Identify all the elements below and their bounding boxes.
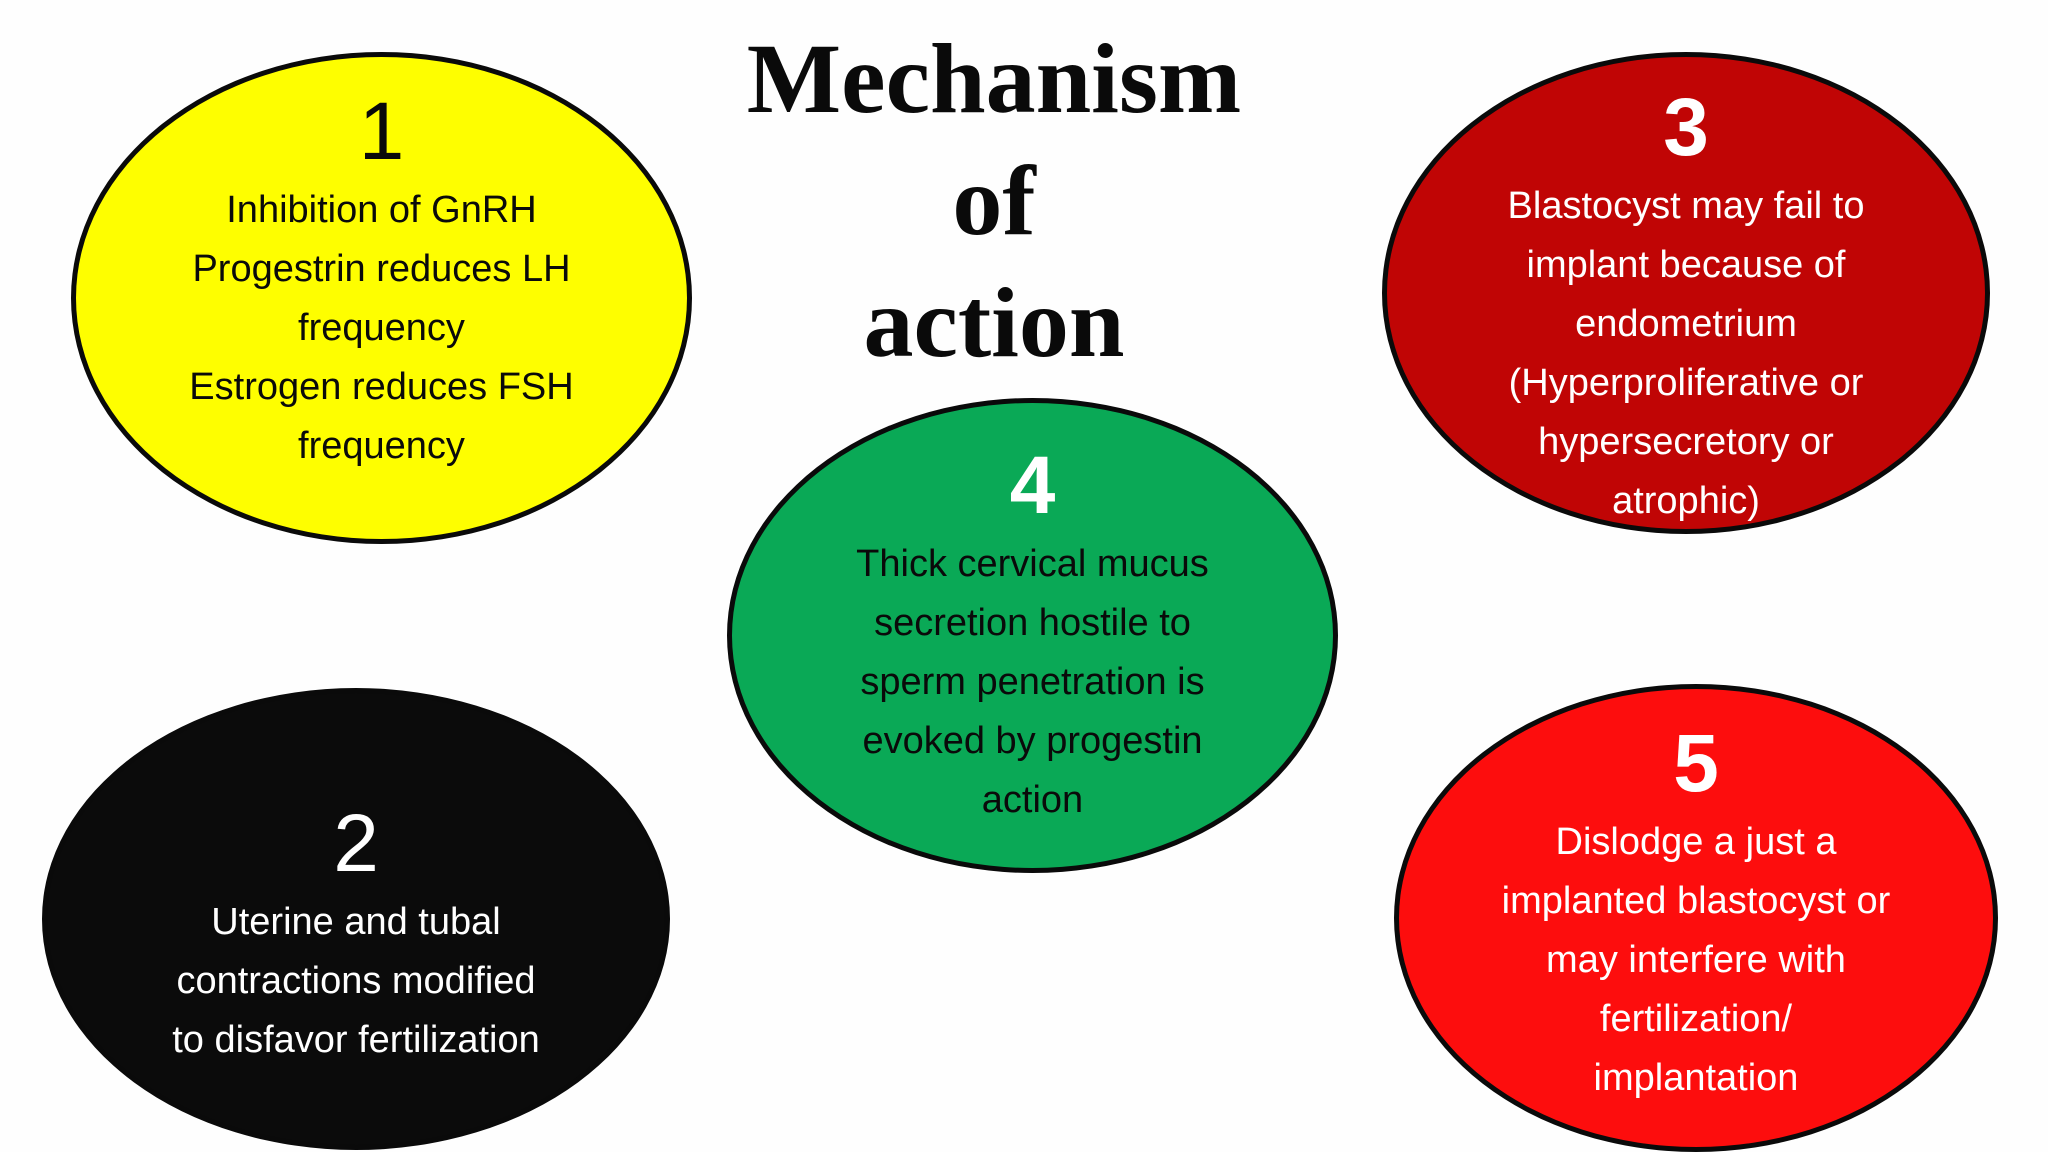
ellipse-5-number: 5	[1673, 718, 1719, 809]
ellipse-5-dislodge-blastocyst: 5 Dislodge a just a implanted blastocyst…	[1394, 684, 1998, 1152]
ellipse-1-number: 1	[358, 86, 405, 177]
ellipse-2-uterine-contractions: 2 Uterine and tubal contractions modifie…	[42, 688, 670, 1150]
ellipse-4-text: Thick cervical mucus secretion hostile t…	[856, 543, 1209, 821]
diagram-title: Mechanism of action	[746, 23, 1242, 378]
ellipse-3-text: Blastocyst may fail to implant because o…	[1507, 185, 1865, 522]
ellipse-2-number: 2	[333, 798, 379, 889]
ellipse-5-text: Dislodge a just a implanted blastocyst o…	[1501, 821, 1891, 1099]
ellipse-3-number: 3	[1663, 82, 1709, 173]
ellipse-1-inhibition-gnrh: 1 Inhibition of GnRH Progestrin reduces …	[71, 52, 692, 544]
ellipse-2-text: Uterine and tubal contractions modified …	[172, 901, 540, 1061]
ellipse-3-blastocyst-implant: 3 Blastocyst may fail to implant because…	[1382, 52, 1990, 534]
ellipse-4-number: 4	[1009, 440, 1056, 531]
ellipse-1-text: Inhibition of GnRH Progestrin reduces LH…	[189, 189, 574, 467]
ellipse-4-cervical-mucus: 4 Thick cervical mucus secretion hostile…	[727, 398, 1338, 873]
